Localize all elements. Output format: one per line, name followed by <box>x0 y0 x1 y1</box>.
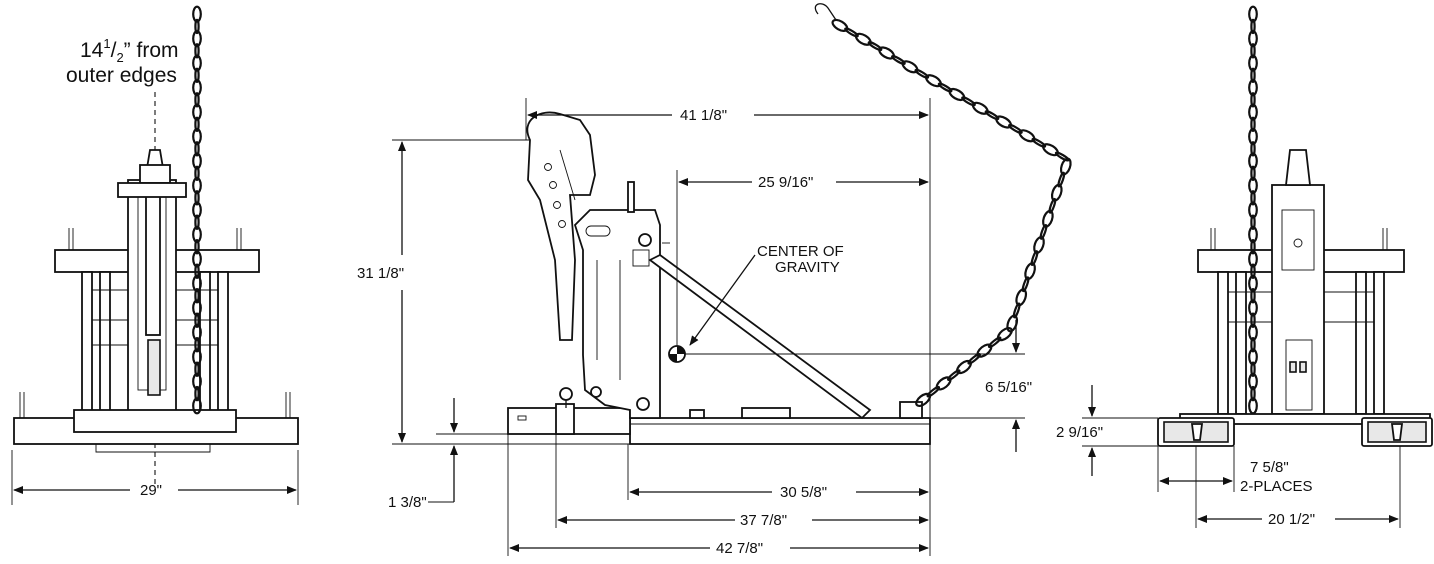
chain-link <box>194 190 200 206</box>
chain-link <box>1250 312 1256 328</box>
chain-link <box>1250 288 1256 304</box>
chain-link <box>194 312 200 328</box>
chain-link <box>891 54 906 66</box>
chain-link <box>987 336 1002 349</box>
chain-link <box>194 214 200 230</box>
chain-link <box>1250 263 1256 279</box>
chain-link <box>192 397 202 415</box>
chain-link <box>1050 183 1063 202</box>
chain-link <box>915 392 932 408</box>
chain-link <box>1039 223 1048 240</box>
chain-link <box>194 165 200 181</box>
cg-label-line1: CENTER OF <box>757 243 844 260</box>
chain-link <box>956 359 972 375</box>
note-outer-edges-text: outer edges <box>66 64 177 87</box>
chain-link <box>1250 337 1256 353</box>
chain-link <box>961 96 976 107</box>
chain-link <box>194 43 200 59</box>
chain-link <box>1250 214 1256 230</box>
dim-pad-height: 2 9/16" <box>1056 424 1103 441</box>
note-offset-text: 141/2” from <box>80 36 179 65</box>
chain-link <box>1250 141 1256 157</box>
side-chain <box>831 18 1072 408</box>
right-chain <box>1248 5 1258 415</box>
side-view: CENTER OF GRAVITY 41 1/8" 25 9/16" 31 1/… <box>357 98 1032 557</box>
dim-total-length: 42 7/8" <box>716 540 763 557</box>
chain-link <box>194 238 200 255</box>
rear-mast <box>1271 184 1325 415</box>
chain-link <box>194 141 200 157</box>
chain-link <box>1057 171 1066 188</box>
chain-link <box>194 385 200 402</box>
chain-link <box>1033 236 1045 254</box>
chain-link <box>1024 262 1036 281</box>
chain-link <box>1250 361 1256 377</box>
dim-base-length: 30 5/8" <box>780 484 827 501</box>
chain-link <box>1008 123 1023 134</box>
leg <box>81 271 93 413</box>
chain-link <box>1250 18 1256 35</box>
dim-to-cg: 25 9/16" <box>758 174 813 191</box>
chain-link <box>1250 190 1256 206</box>
upright-frame <box>573 209 661 419</box>
chain-link <box>1042 209 1054 228</box>
chain-link <box>937 82 953 93</box>
chain-link <box>1250 239 1256 255</box>
chain-link <box>1250 385 1256 402</box>
chain-link <box>1006 314 1019 333</box>
chain-link <box>996 326 1013 342</box>
chain-link <box>1250 92 1256 108</box>
chain-link <box>194 361 200 377</box>
dim-width-29: 29" <box>140 482 162 499</box>
dim-overall-length: 41 1/8" <box>680 107 727 124</box>
chain-link <box>194 92 200 108</box>
chain-link <box>1250 116 1256 133</box>
chain-link <box>1021 276 1030 293</box>
chain-link <box>194 67 200 83</box>
chain-link <box>194 116 200 132</box>
dim-height: 31 1/8" <box>357 265 404 282</box>
dim-fork-height: 1 3/8" <box>388 494 427 511</box>
chain-link <box>1248 397 1258 415</box>
left-chain <box>192 5 202 415</box>
dim-pad-spacing-note: 2-PLACES <box>1240 478 1313 495</box>
chain-link <box>194 263 200 279</box>
chain-link <box>1059 157 1072 176</box>
chain-link <box>194 337 200 353</box>
chain-link <box>844 27 859 38</box>
chain-link <box>1031 137 1047 148</box>
jaw-arm <box>526 111 596 341</box>
dim-cg-height: 6 5/16" <box>985 379 1032 396</box>
chain-link <box>194 18 200 35</box>
chain-hook <box>814 3 837 21</box>
dim-rear-width: 20 1/2" <box>1268 511 1315 528</box>
chain-link <box>1250 165 1256 182</box>
chain-link <box>1030 250 1039 267</box>
chain-link <box>1250 43 1256 59</box>
chain-link <box>946 369 961 381</box>
chain-link <box>194 288 200 304</box>
chain-link <box>1012 302 1021 319</box>
chain-link <box>1015 288 1028 307</box>
chain-link <box>914 68 930 79</box>
chain-link <box>926 385 941 398</box>
cg-label-line2: GRAVITY <box>775 259 840 276</box>
chain-link <box>1250 67 1256 84</box>
chain-link <box>1048 197 1057 214</box>
cg-leader <box>689 254 756 346</box>
chain-link <box>867 41 883 52</box>
dim-mid-length: 37 7/8" <box>740 512 787 529</box>
chain-link <box>984 110 1000 121</box>
chain-link <box>976 343 993 358</box>
dim-pad-spacing: 7 5/8" <box>1250 459 1289 476</box>
left-view: 141/2” from outer edges <box>11 36 299 505</box>
chain-link <box>967 353 982 365</box>
base-plate <box>629 417 931 445</box>
right-view: 2 9/16" 7 5/8" 2-PLACES 20 1/2" <box>1056 149 1433 528</box>
chain-link <box>1054 151 1070 162</box>
diagonal-strut <box>648 253 872 420</box>
